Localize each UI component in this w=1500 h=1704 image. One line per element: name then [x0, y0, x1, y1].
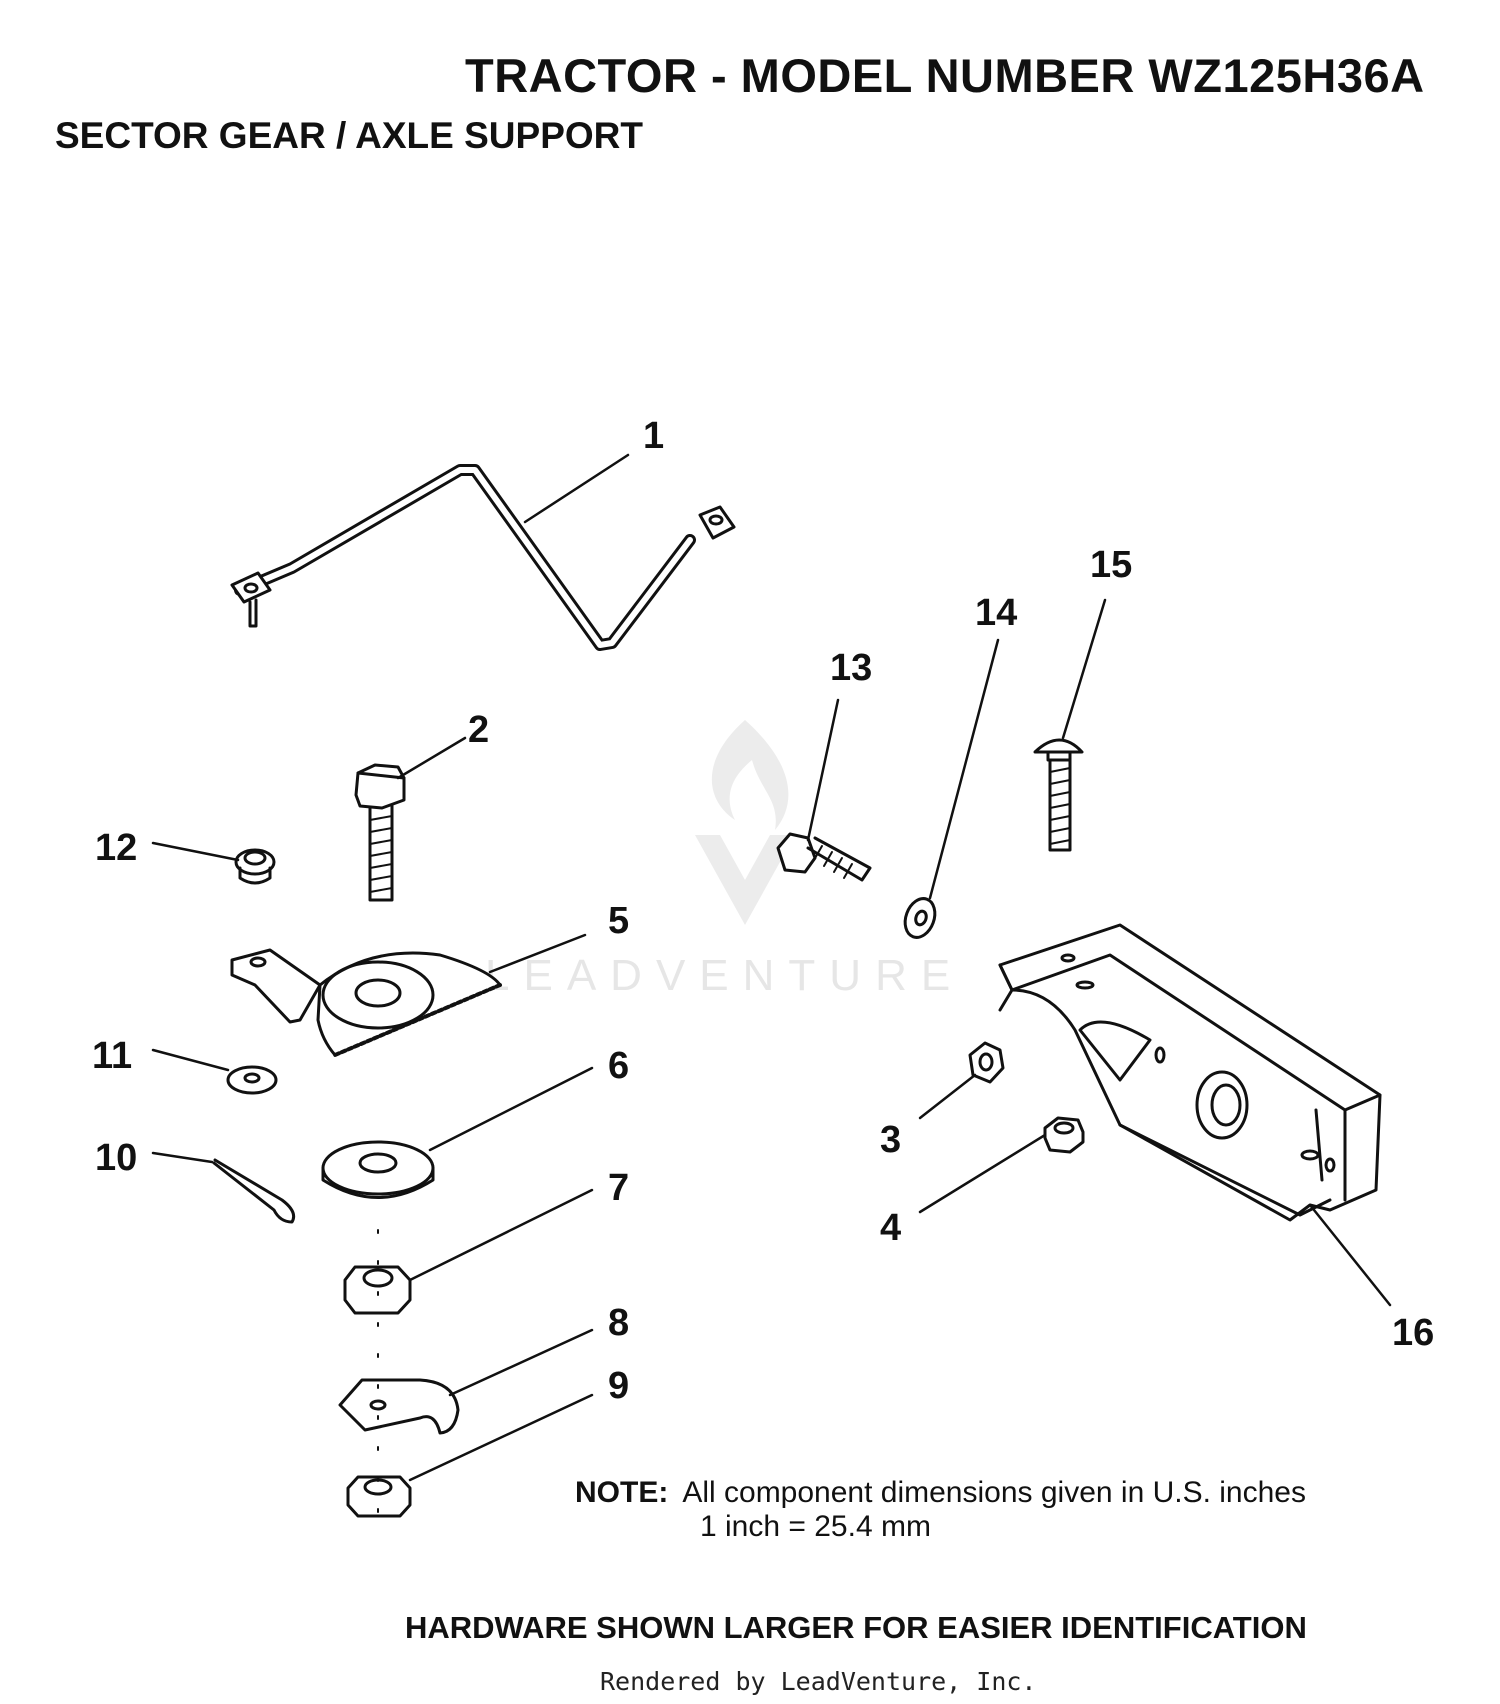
page-subtitle: SECTOR GEAR / AXLE SUPPORT: [55, 115, 643, 156]
part-11-washer: [226, 1065, 278, 1095]
part-10-cotter-pin: [212, 1158, 296, 1224]
hardware-footnote: HARDWARE SHOWN LARGER FOR EASIER IDENTIF…: [405, 1610, 1307, 1645]
callout-16: 16: [1392, 1312, 1434, 1354]
part-5-sector-gear: [230, 948, 502, 1057]
callout-10: 10: [95, 1137, 137, 1179]
part-1-drag-link: [230, 464, 736, 651]
watermark-v-shape: [695, 835, 795, 925]
page-title: TRACTOR - MODEL NUMBER WZ125H36A: [465, 49, 1425, 102]
callout-11: 11: [92, 1035, 132, 1077]
part-8-clip: [338, 1378, 460, 1435]
dimension-note: NOTE: All component dimensions given in U…: [575, 1476, 1306, 1544]
callout-numbers: 1 2 3 4 5 6 7 8 9 10 11 12 13 14 15 16: [92, 415, 1434, 1407]
callout-15: 15: [1090, 544, 1132, 586]
callout-5: 5: [608, 900, 629, 942]
note-line-1: All component dimensions given in U.S. i…: [682, 1476, 1306, 1509]
callout-7: 7: [608, 1167, 629, 1209]
part-14-washer: [903, 897, 937, 939]
part-2-hex-bolt: [354, 763, 406, 902]
callout-13: 13: [830, 647, 872, 689]
callout-2: 2: [468, 709, 489, 751]
part-13-hex-bolt: [776, 832, 872, 882]
watermark-text: LEADVENTURE: [485, 951, 964, 1000]
part-4-nut: [1043, 1116, 1085, 1154]
leader-lines: [151, 453, 1392, 1482]
callout-3: 3: [880, 1119, 901, 1161]
watermark: LEADVENTURE: [485, 720, 964, 1000]
part-6-spacer: [321, 1140, 435, 1199]
callout-4: 4: [880, 1207, 901, 1249]
note-label: NOTE:: [575, 1476, 669, 1509]
callout-12: 12: [95, 827, 137, 869]
callout-1: 1: [643, 415, 664, 457]
part-15-carriage-bolt: [1033, 738, 1084, 852]
rendered-by-credit: Rendered by LeadVenture, Inc.: [600, 1667, 1037, 1696]
note-line-2: 1 inch = 25.4 mm: [700, 1510, 931, 1543]
part-7-hex-nut: [343, 1265, 412, 1315]
part-12-flange-nut: [234, 848, 276, 885]
callout-14: 14: [975, 592, 1017, 634]
callout-9: 9: [608, 1365, 629, 1407]
part-16-axle-support: [998, 923, 1382, 1222]
callout-8: 8: [608, 1302, 629, 1344]
flame-v-logo-icon: [711, 720, 789, 830]
callout-6: 6: [608, 1045, 629, 1087]
